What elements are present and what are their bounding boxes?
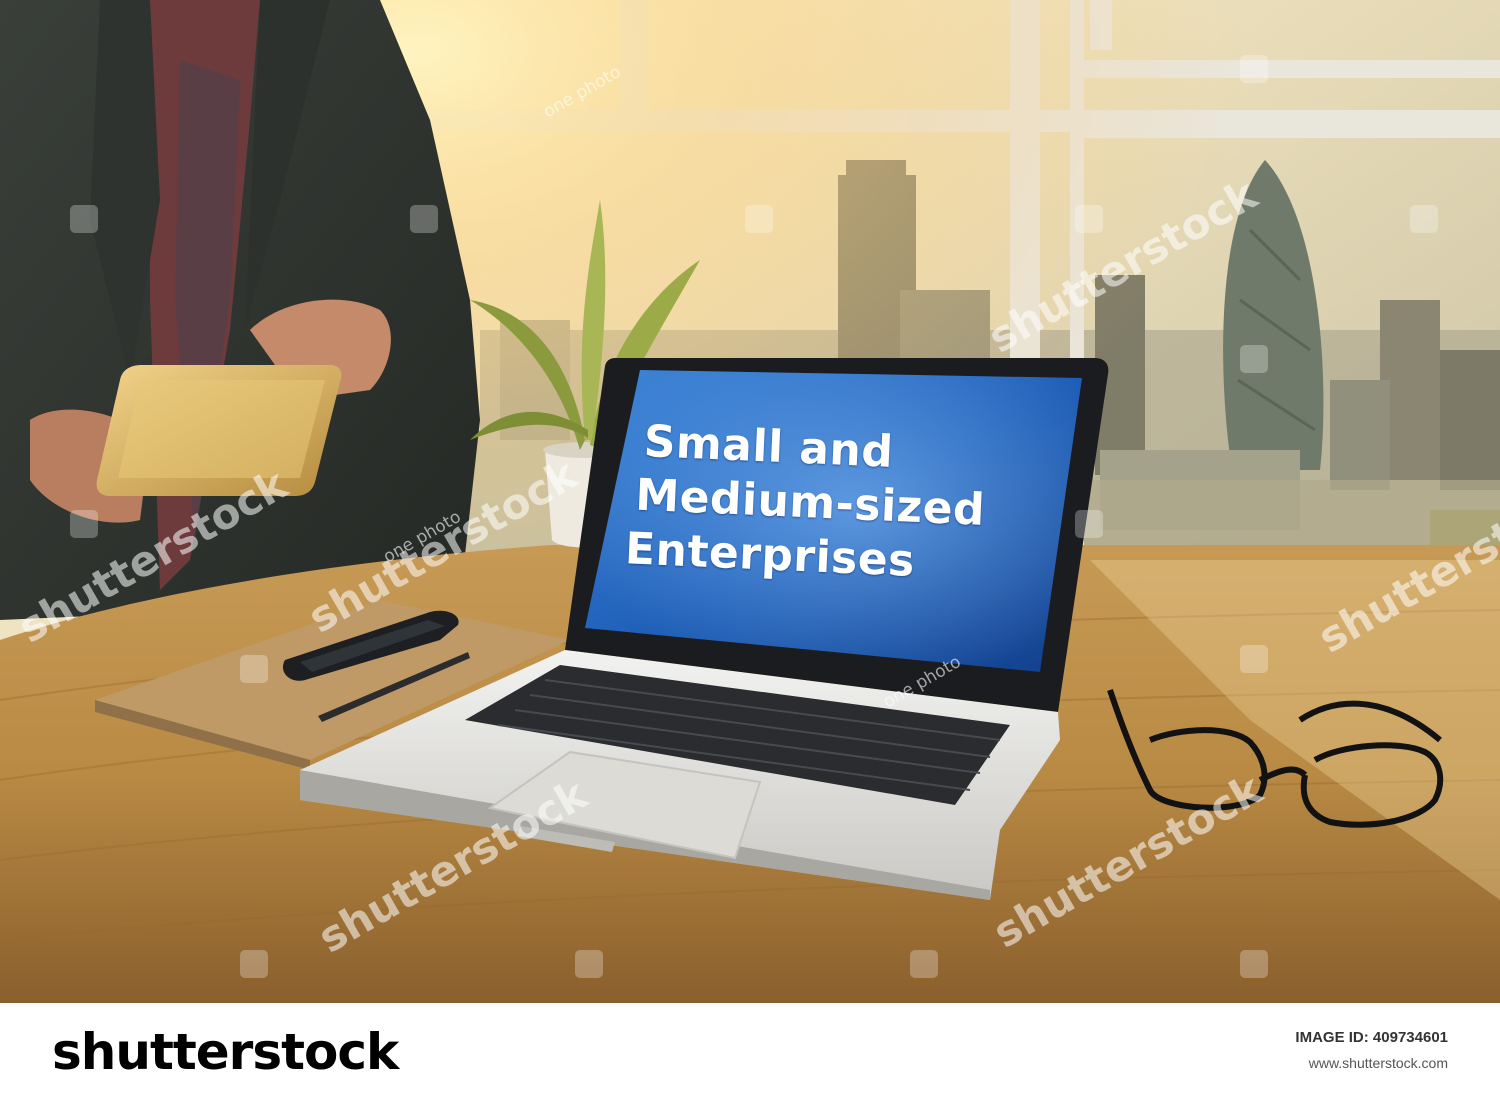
stock-photo: Small and Medium-sized Enterprises shutt…: [0, 0, 1500, 1003]
eyeglasses: [1107, 689, 1444, 828]
smartphone: [282, 610, 459, 681]
tablet: [96, 365, 342, 496]
image-id-label: IMAGE ID: 409734601: [1295, 1029, 1448, 1046]
pen: [318, 652, 470, 722]
laptop-screen-text: Small and Medium-sized Enterprises: [624, 415, 1075, 596]
laptop: [300, 358, 1109, 900]
notebook: [95, 600, 570, 770]
man-in-suit: [0, 0, 480, 620]
footer-url: www.shutterstock.com: [1308, 1055, 1448, 1071]
shutterstock-logo: shutterstock: [52, 1023, 399, 1081]
stock-footer: shutterstock IMAGE ID: 409734601 www.shu…: [0, 1003, 1500, 1101]
